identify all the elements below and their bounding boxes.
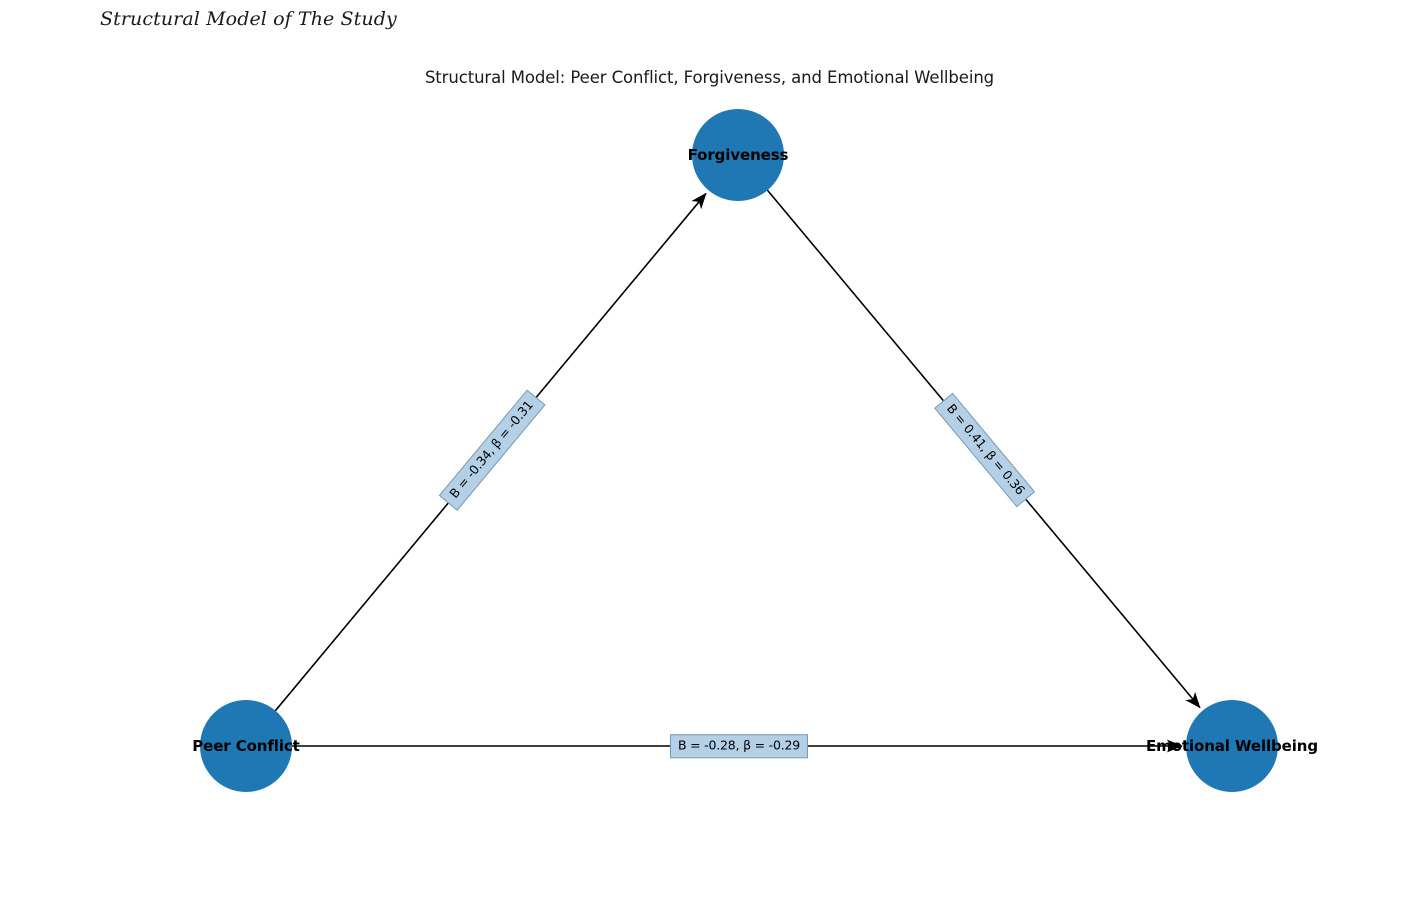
node-forgiveness[interactable]: [692, 109, 784, 201]
figure-title-wrapper: Structural Model: Peer Conflict, Forgive…: [0, 68, 1419, 87]
page-title: Structural Model: Peer Conflict, Forgive…: [424, 68, 995, 87]
edge-label-peer-to-wellbeing: B = -0.28, β = -0.29: [669, 734, 809, 758]
node-label-forgiveness: Forgiveness: [687, 146, 789, 164]
node-emotional_wellbeing[interactable]: [1186, 700, 1278, 792]
document-header: Structural Model of The Study: [100, 8, 397, 30]
node-label-emotional_wellbeing: Emotional Wellbeing: [1146, 737, 1318, 755]
node-peer_conflict[interactable]: [200, 700, 292, 792]
edges-group: [273, 188, 1201, 753]
node-label-peer_conflict: Peer Conflict: [192, 737, 300, 755]
